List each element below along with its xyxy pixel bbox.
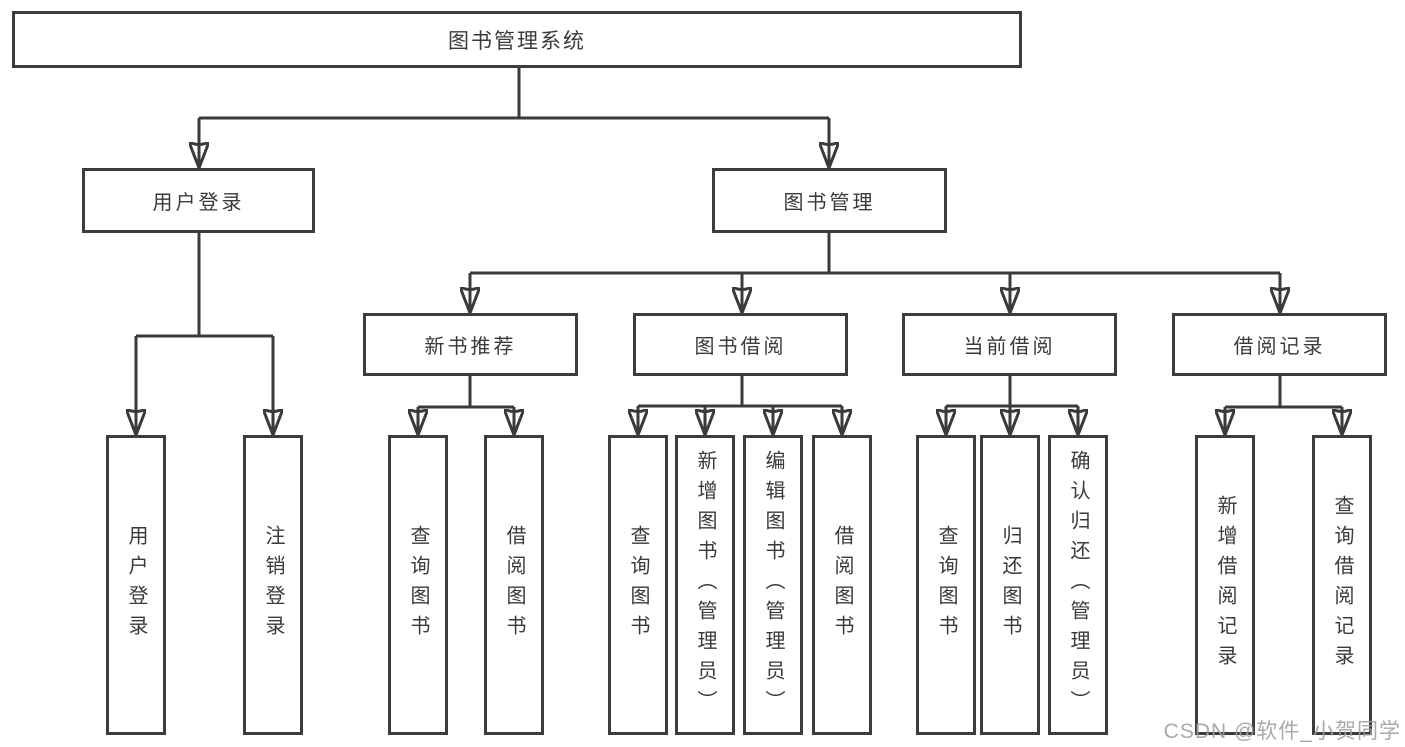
edges-current-borrowing-children (946, 376, 1078, 435)
leaf-recommend-query-books: 查询图书 (388, 435, 448, 735)
node-borrowing-records: 借阅记录 (1172, 313, 1387, 376)
leaf-user-login: 用户登录 (106, 435, 166, 735)
leaf-current-return-books: 归还图书 (980, 435, 1040, 735)
leaf-recommend-borrow-books: 借阅图书 (484, 435, 544, 735)
node-new-book-recommend: 新书推荐 (363, 313, 578, 376)
leaf-current-query-books: 查询图书 (916, 435, 976, 735)
leaf-records-query-record: 查询借阅记录 (1312, 435, 1372, 735)
edges-borrowing-records-children (1225, 376, 1342, 435)
node-book-borrowing: 图书借阅 (633, 313, 848, 376)
edges-new-book-recommend-children (418, 376, 514, 435)
node-current-borrowing: 当前借阅 (902, 313, 1117, 376)
leaf-borrowing-edit-books-admin: 编辑图书（管理员） (743, 435, 803, 735)
edges-root-to-level2 (199, 67, 829, 168)
leaf-borrowing-add-books-admin: 新增图书（管理员） (675, 435, 735, 735)
edges-book-management-to-level3 (470, 233, 1280, 313)
leaf-borrowing-borrow-books: 借阅图书 (812, 435, 872, 735)
leaf-logout: 注销登录 (243, 435, 303, 735)
csdn-watermark: CSDN @软件_小贺同学 (1163, 720, 1401, 743)
leaf-borrowing-query-books: 查询图书 (608, 435, 668, 735)
edges-book-borrowing-children (638, 376, 842, 435)
leaf-records-add-record: 新增借阅记录 (1195, 435, 1255, 735)
leaf-current-confirm-return-admin: 确认归还（管理员） (1048, 435, 1108, 735)
edges-user-login-children (136, 233, 273, 435)
node-user-login: 用户登录 (82, 168, 315, 233)
node-book-management: 图书管理 (712, 168, 947, 233)
node-library-system: 图书管理系统 (12, 11, 1022, 68)
